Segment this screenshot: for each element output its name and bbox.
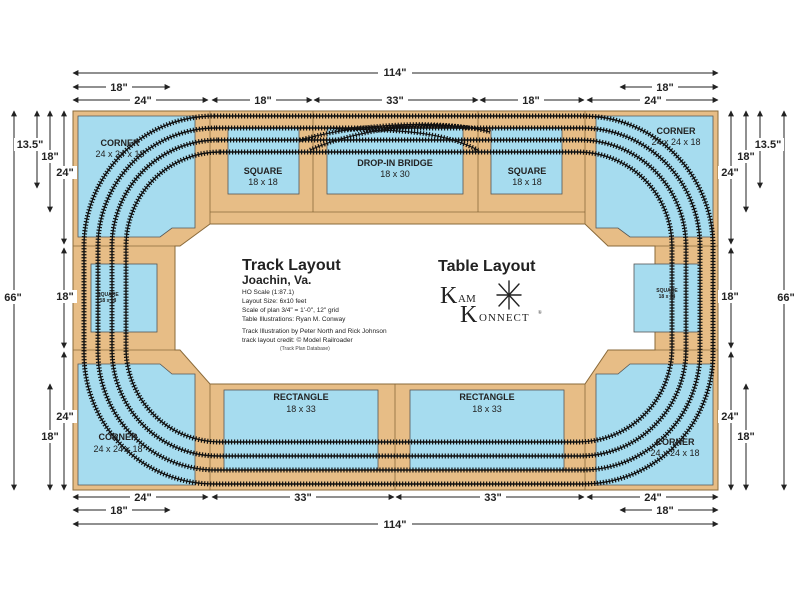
track-layer (81, 113, 716, 487)
table-info: Table Layout K AM K ONNECT ® (438, 258, 542, 328)
dimension-labels: 114" 18" 18" 24" 18" 33" 18" 24" 24" 33"… (0, 66, 800, 531)
kam-konnect-logo: K AM K ONNECT ® (440, 280, 542, 328)
rectangle-left-title: RECTANGLE (273, 392, 328, 402)
dim-right-24-top: 24" (721, 167, 738, 179)
logo-letter-k1: K (440, 283, 458, 309)
dim-bottom-33-right: 33" (484, 492, 501, 504)
corner-tl-panel (77, 115, 196, 238)
square-top-right-size: 18 x 18 (512, 177, 542, 187)
dim-left-24-top: 24" (56, 167, 73, 179)
corner-tl-size: 24 x 24 x 18 (95, 149, 144, 159)
track-crossover-rail (309, 124, 491, 151)
rectangle-right-size: 18 x 33 (472, 404, 502, 414)
dim-top-24-left: 24" (134, 95, 151, 107)
dim-right-total: 66" (777, 292, 794, 304)
dim-bottom-33-left: 33" (294, 492, 311, 504)
logo-letter-k2: K (460, 302, 478, 328)
logo-registered: ® (538, 310, 542, 316)
track-table-illustrations: Table Illustrations: Ryan M. Conway (242, 316, 346, 323)
dim-left-total: 66" (4, 292, 21, 304)
dim-top-18-mid-left: 18" (254, 95, 271, 107)
dim-top-total: 114" (384, 67, 407, 79)
track-loop-rail (125, 151, 673, 443)
corner-tr-size: 24 x 24 x 18 (651, 137, 700, 147)
square-left-title: SQUARE (97, 292, 119, 298)
dim-bottom-18-right: 18" (656, 505, 673, 517)
square-top-left-size: 18 x 18 (248, 177, 278, 187)
dim-top-24-right: 24" (644, 95, 661, 107)
track-loop-rail (97, 127, 701, 471)
corner-tl-title: CORNER (100, 138, 140, 148)
square-left-size: 18 x 18 (100, 298, 117, 304)
square-right-size: 18 x 18 (659, 294, 676, 300)
logo-star-icon (496, 280, 522, 310)
dim-left-13-5: 13.5" (17, 139, 44, 151)
corner-br-size: 24 x 24 x 18 (650, 448, 699, 458)
rectangle-right-title: RECTANGLE (459, 392, 514, 402)
dim-left-18-mid: 18" (56, 291, 73, 303)
dim-bottom-24-left: 24" (134, 492, 151, 504)
track-info: Track Layout Joachin, Va. HO Scale (1:87… (242, 257, 387, 352)
square-right-panel (633, 263, 701, 333)
corner-bl-title: CORNER (98, 432, 138, 442)
track-loop-rail (83, 115, 714, 485)
module-labels: CORNER 24 x 24 x 18 SQUARE 18 x 18 DROP-… (93, 126, 700, 458)
rectangle-left-size: 18 x 33 (286, 404, 316, 414)
dim-top-18-right: 18" (656, 82, 673, 94)
dim-top-18-mid-right: 18" (522, 95, 539, 107)
track-illustration-credit: Track Illustration by Peter North and Ri… (242, 328, 387, 335)
logo-letters-am: AM (458, 293, 476, 305)
dim-bottom-18-left: 18" (110, 505, 127, 517)
drop-in-bridge-size: 18 x 30 (380, 169, 410, 179)
dim-top-33-mid: 33" (386, 95, 403, 107)
corner-tr-panel (595, 115, 714, 238)
dim-right-13-5: 13.5" (755, 139, 782, 151)
logo-letters-onnect: ONNECT (479, 312, 530, 324)
drop-in-bridge-title: DROP-IN BRIDGE (357, 158, 433, 168)
track-plan-scale: Scale of plan 3/4" = 1'-0", 12" grid (242, 307, 339, 314)
track-layout-credit: track layout credit: © Model Railroader (242, 336, 353, 344)
dim-bottom-total: 114" (384, 519, 407, 531)
corner-tr-title: CORNER (656, 126, 696, 136)
dim-right-18-top: 18" (737, 151, 754, 163)
track-layout-heading: Track Layout (242, 257, 341, 274)
dim-top-18-left: 18" (110, 82, 127, 94)
dim-right-18-bottom: 18" (737, 431, 754, 443)
corner-bl-size: 24 x 24 x 18 (93, 444, 142, 454)
square-top-left-title: SQUARE (244, 166, 283, 176)
track-location: Joachin, Va. (242, 273, 311, 287)
dim-bottom-24-right: 24" (644, 492, 661, 504)
square-right-title: SQUARE (656, 288, 678, 294)
track-crossover-rail (329, 127, 479, 151)
label-backgrounds (0, 66, 800, 531)
corner-bl-panel (77, 363, 196, 486)
track-loop-rail (111, 139, 687, 457)
dim-left-18-top: 18" (41, 151, 58, 163)
track-plan-database: (Track Plan Database) (280, 346, 330, 352)
track-scale: HO Scale (1:87.1) (242, 289, 294, 296)
track-layout-size: Layout Size: 6x10 feet (242, 298, 307, 305)
corner-br-title: CORNER (655, 437, 695, 447)
dim-left-24-bottom: 24" (56, 411, 73, 423)
dim-right-18-mid: 18" (721, 291, 738, 303)
dim-right-24-bottom: 24" (721, 411, 738, 423)
square-top-right-title: SQUARE (508, 166, 547, 176)
table-layout-heading: Table Layout (438, 258, 536, 275)
dim-left-18-bottom: 18" (41, 431, 58, 443)
